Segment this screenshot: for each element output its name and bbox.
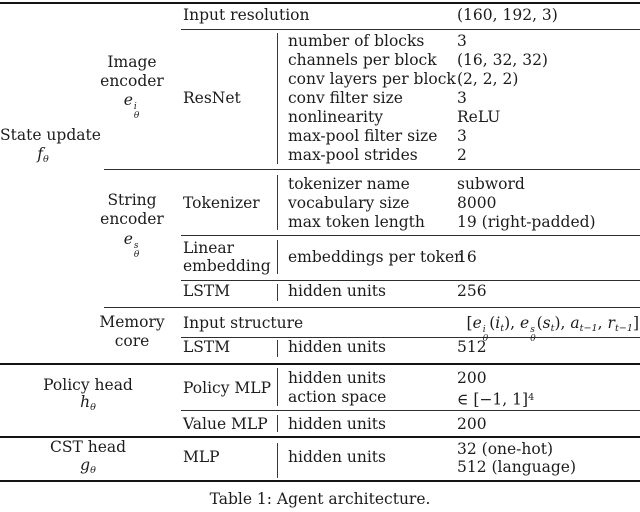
param-name: action space bbox=[288, 388, 387, 406]
param-value: (16, 32, 32) bbox=[457, 51, 548, 69]
param-name: hidden units bbox=[288, 369, 386, 387]
param-value-line1: 32 (one-hot) bbox=[457, 440, 554, 458]
module-linear-embedding-line2: embedding bbox=[183, 257, 271, 275]
vbar-resnet bbox=[277, 33, 278, 164]
param-name: nonlinearity bbox=[288, 108, 383, 126]
param-value: 200 bbox=[457, 415, 487, 433]
image-encoder-label-line1: Image bbox=[107, 53, 157, 71]
param-name: max-pool filter size bbox=[288, 127, 438, 145]
rule-under-image-encoder bbox=[104, 169, 640, 170]
string-encoder-label-line1: String bbox=[107, 191, 157, 209]
rule-under-policy-mlp bbox=[181, 410, 640, 411]
param-name: hidden units bbox=[288, 415, 386, 433]
module-tokenizer: Tokenizer bbox=[183, 194, 260, 212]
vbar-memory-lstm bbox=[277, 340, 278, 357]
vbar-value-mlp bbox=[277, 415, 278, 432]
param-name: channels per block bbox=[288, 51, 437, 69]
param-name: hidden units bbox=[288, 338, 386, 356]
module-memory-lstm: LSTM bbox=[183, 338, 231, 356]
module-string-lstm: LSTM bbox=[183, 282, 231, 300]
param-value: (2, 2, 2) bbox=[457, 70, 519, 88]
param-name: embeddings per token bbox=[288, 248, 465, 266]
param-name: max-pool strides bbox=[288, 146, 418, 164]
param-name: vocabulary size bbox=[288, 194, 410, 212]
group-cst-head-label: CST head bbox=[49, 438, 127, 456]
param-name: conv layers per block bbox=[288, 70, 456, 88]
input-structure-label: Input structure bbox=[183, 314, 304, 332]
module-policy-mlp: Policy MLP bbox=[183, 379, 272, 397]
string-encoder-label-line2: encoder bbox=[100, 210, 164, 228]
param-value: 512 bbox=[457, 338, 487, 356]
param-value: ReLU bbox=[457, 108, 501, 126]
module-value-mlp: Value MLP bbox=[183, 415, 268, 433]
param-value: 8000 bbox=[457, 194, 497, 212]
vbar-tokenizer bbox=[277, 175, 278, 230]
module-cst-mlp: MLP bbox=[183, 448, 220, 466]
top-rule bbox=[0, 2, 640, 4]
memory-core-label-line2: core bbox=[114, 332, 150, 350]
table-caption: Table 1: Agent architecture. bbox=[209, 490, 431, 508]
param-name: tokenizer name bbox=[288, 175, 410, 193]
group-policy-head-symbol: hθ bbox=[80, 393, 96, 413]
input-resolution-label: Input resolution bbox=[183, 6, 310, 24]
rule-above-cst-head bbox=[0, 436, 640, 438]
module-linear-embedding-line1: Linear bbox=[183, 239, 235, 257]
rule-above-policy-head bbox=[0, 363, 640, 365]
image-encoder-label-line2: encoder bbox=[100, 72, 164, 90]
param-value: 3 bbox=[457, 32, 467, 50]
vbar-cst-mlp bbox=[277, 443, 278, 478]
vbar-policy-mlp bbox=[277, 368, 278, 406]
input-resolution-value: (160, 192, 3) bbox=[457, 6, 558, 24]
param-value: 3 bbox=[457, 89, 467, 107]
vbar-linear-embedding bbox=[277, 240, 278, 274]
param-value: 16 bbox=[457, 248, 477, 266]
param-value: 19 (right-padded) bbox=[457, 213, 596, 231]
memory-core-label-line1: Memory bbox=[99, 313, 165, 331]
group-cst-head-symbol: gθ bbox=[80, 456, 96, 476]
rule-under-linear-embedding bbox=[181, 280, 640, 281]
rule-under-string-encoder bbox=[104, 307, 640, 308]
group-state-update-label: State update bbox=[0, 126, 101, 144]
param-value: 3 bbox=[457, 127, 467, 145]
rule-under-tokenizer bbox=[181, 235, 640, 236]
param-value: 256 bbox=[457, 282, 487, 300]
param-name: hidden units bbox=[288, 282, 386, 300]
param-value: 200 bbox=[457, 369, 487, 387]
param-value-line2: 512 (language) bbox=[457, 458, 577, 476]
param-value: subword bbox=[457, 175, 525, 193]
param-value-action-space: ∈ [−1, 1]4 bbox=[457, 390, 535, 409]
vbar-string-lstm bbox=[277, 284, 278, 301]
group-state-update-symbol: fθ bbox=[37, 145, 49, 165]
bottom-rule bbox=[0, 480, 640, 482]
rule-under-input-resolution bbox=[181, 29, 640, 30]
param-value: 2 bbox=[457, 146, 467, 164]
param-name: number of blocks bbox=[288, 32, 425, 50]
param-name: conv filter size bbox=[288, 89, 403, 107]
param-name: hidden units bbox=[288, 448, 386, 466]
rule-under-input-structure bbox=[181, 337, 640, 338]
group-policy-head-label: Policy head bbox=[43, 376, 133, 394]
param-name: max token length bbox=[288, 213, 425, 231]
module-resnet: ResNet bbox=[183, 89, 241, 107]
